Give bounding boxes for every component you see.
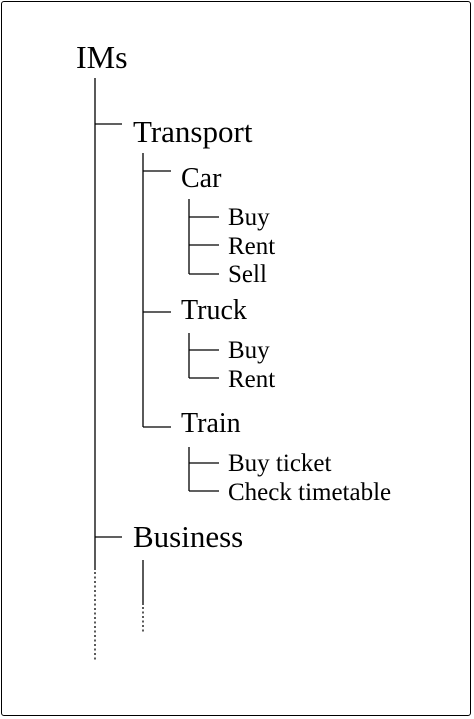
truck-item-rent: Rent: [228, 366, 276, 393]
car-label: Car: [181, 163, 222, 194]
car-item-buy: Buy: [228, 204, 270, 231]
car-item-sell: Sell: [228, 261, 267, 288]
car-item-rent: Rent: [228, 233, 276, 260]
train-label: Train: [181, 408, 241, 439]
transport-label: Transport: [133, 114, 253, 149]
business-label: Business: [133, 519, 244, 554]
train-item-check-timetable: Check timetable: [228, 479, 392, 506]
truck-item-buy: Buy: [228, 337, 270, 364]
train-item-buy-ticket: Buy ticket: [228, 450, 332, 477]
truck-label: Truck: [181, 295, 247, 326]
root-label: IMs: [76, 39, 128, 75]
